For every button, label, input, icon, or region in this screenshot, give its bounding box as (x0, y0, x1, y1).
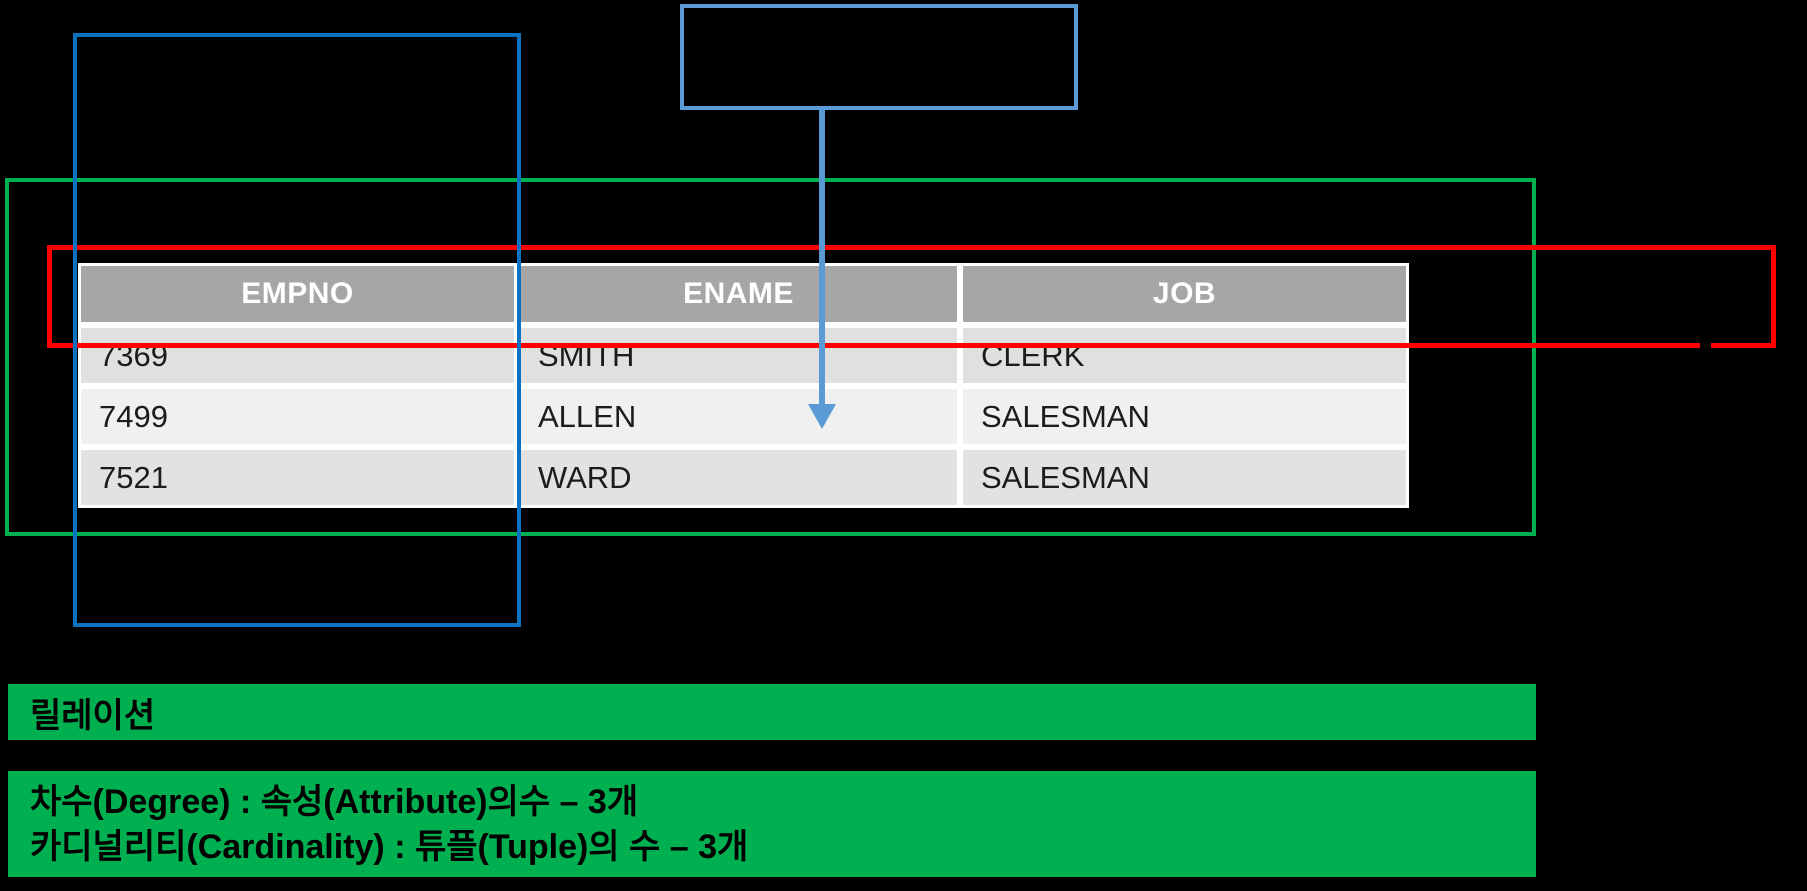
cell-job: SALESMAN (963, 450, 1406, 505)
column-header-ename: ENAME (520, 266, 957, 322)
cell-job: CLERK (963, 328, 1406, 383)
table-header-row: EMPNO ENAME JOB (81, 266, 1406, 322)
degree-cardinality-caption-bar: 차수(Degree) : 속성(Attribute)의수 – 3개 카디널리티(… (8, 771, 1536, 877)
degree-line: 차수(Degree) : 속성(Attribute)의수 – 3개 (30, 783, 639, 821)
cardinality-line: 카디널리티(Cardinality) : 튜플(Tuple)의 수 – 3개 (30, 828, 749, 866)
table-row: 7499 ALLEN SALESMAN (81, 389, 1406, 444)
cell-empno: 7499 (81, 389, 514, 444)
down-arrow-icon (808, 404, 836, 429)
cell-ename: WARD (520, 450, 957, 505)
relation-label: 릴레이션 (30, 696, 156, 735)
cell-job: SALESMAN (963, 389, 1406, 444)
emp-relation-table: EMPNO ENAME JOB 7369 SMITH CLERK 7499 AL… (78, 263, 1409, 508)
cell-ename: ALLEN (520, 389, 957, 444)
attribute-column-outline-box (73, 33, 521, 627)
column-header-job: JOB (963, 266, 1406, 322)
relation-outline-box (5, 178, 1536, 536)
red-outline-notch (1700, 340, 1711, 348)
table-row: 7521 WARD SALESMAN (81, 450, 1406, 505)
table-row: 7369 SMITH CLERK (81, 328, 1406, 383)
down-arrow-line (819, 110, 825, 406)
callout-box (680, 4, 1078, 110)
relation-caption-bar: 릴레이션 (8, 684, 1536, 740)
column-header-empno: EMPNO (81, 266, 514, 322)
tuple-row-outline-box (47, 245, 1776, 348)
cell-empno: 7521 (81, 450, 514, 505)
